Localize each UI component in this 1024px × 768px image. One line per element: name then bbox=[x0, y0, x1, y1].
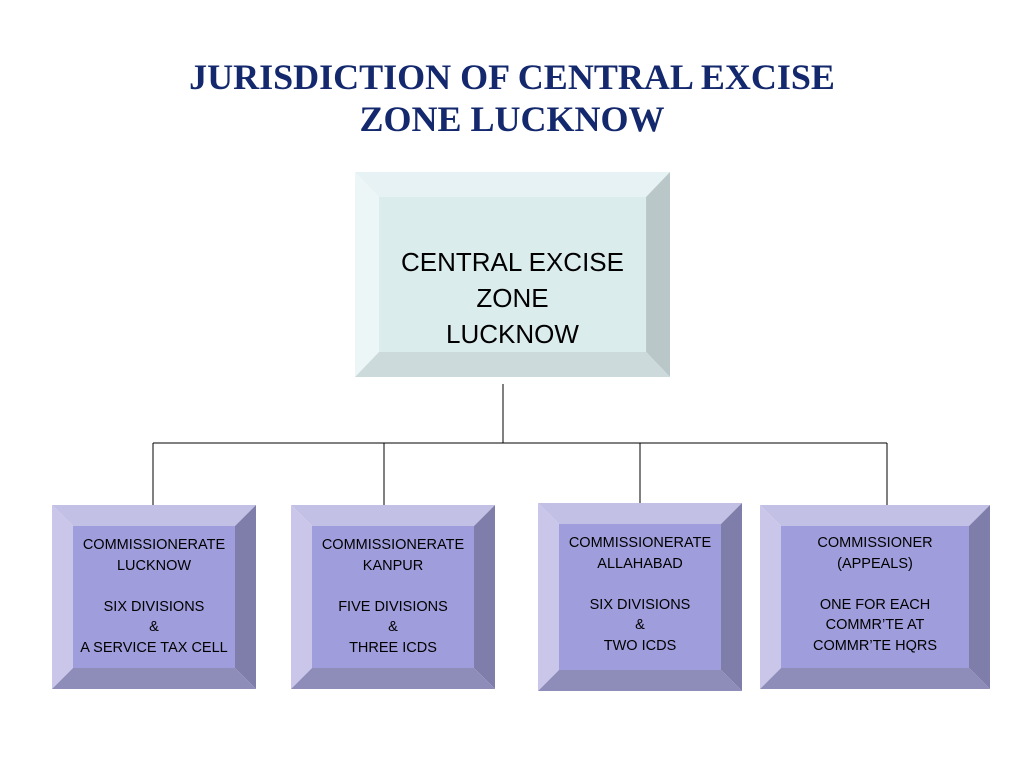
node-detail-line: & bbox=[149, 619, 159, 635]
bevel-left bbox=[760, 505, 781, 689]
node-detail-line: COMMR’TE AT bbox=[825, 617, 925, 633]
bevel-left bbox=[52, 505, 73, 689]
bevel-right bbox=[474, 505, 495, 689]
node-face: COMMISSIONER (APPEALS) ONE FOR EACH COMM… bbox=[781, 526, 969, 668]
root-bevel-right bbox=[646, 172, 670, 377]
bevel-right bbox=[969, 505, 990, 689]
bevel-right bbox=[721, 503, 742, 691]
root-node-box: CENTRAL EXCISE ZONE LUCKNOW bbox=[355, 172, 670, 377]
node-heading-line: ALLAHABAD bbox=[597, 555, 683, 572]
root-bevel-top bbox=[355, 172, 670, 198]
node-commissionerate-allahabad: COMMISSIONERATE ALLAHABAD SIX DIVISIONS … bbox=[538, 503, 742, 691]
bevel-top bbox=[538, 503, 742, 524]
node-commissioner-appeals: COMMISSIONER (APPEALS) ONE FOR EACH COMM… bbox=[760, 505, 990, 689]
node-heading-line: (APPEALS) bbox=[837, 555, 913, 572]
node-commissionerate-kanpur: COMMISSIONERATE KANPUR FIVE DIVISIONS & … bbox=[291, 505, 495, 689]
root-node-face: CENTRAL EXCISE ZONE LUCKNOW bbox=[379, 197, 646, 352]
bevel-bottom bbox=[291, 668, 495, 689]
root-bevel-bottom bbox=[355, 351, 670, 377]
bevel-top bbox=[52, 505, 256, 526]
bevel-top bbox=[291, 505, 495, 526]
root-node-line: LUCKNOW bbox=[446, 319, 579, 349]
node-detail-line: FIVE DIVISIONS bbox=[338, 598, 448, 615]
root-node-line: CENTRAL EXCISE bbox=[401, 247, 624, 277]
node-detail-line: COMMR’TE HQRS bbox=[812, 637, 938, 654]
node-commissionerate-lucknow: COMMISSIONERATE LUCKNOW SIX DIVISIONS & … bbox=[52, 505, 256, 689]
bevel-top bbox=[760, 505, 990, 526]
bevel-left bbox=[538, 503, 559, 691]
page-title-line-1: JURISDICTION OF CENTRAL EXCISE bbox=[189, 57, 835, 97]
page-title-line-2: ZONE LUCKNOW bbox=[359, 99, 665, 139]
bevel-bottom bbox=[52, 668, 256, 689]
node-heading-line: COMMISSIONERATE bbox=[321, 537, 465, 553]
node-heading-line: KANPUR bbox=[362, 557, 424, 574]
bevel-right bbox=[235, 505, 256, 689]
node-face: COMMISSIONERATE LUCKNOW SIX DIVISIONS & … bbox=[73, 526, 235, 668]
node-face: COMMISSIONERATE ALLAHABAD SIX DIVISIONS … bbox=[559, 524, 721, 670]
node-heading-line: COMMISSIONERATE bbox=[568, 535, 712, 551]
node-face: COMMISSIONERATE KANPUR FIVE DIVISIONS & … bbox=[312, 526, 474, 668]
node-detail-line: SIX DIVISIONS bbox=[589, 596, 691, 613]
page-title: JURISDICTION OF CENTRAL EXCISE ZONE LUCK… bbox=[60, 56, 964, 140]
bevel-left bbox=[291, 505, 312, 689]
node-detail-line: SIX DIVISIONS bbox=[103, 598, 205, 615]
node-detail-line: ONE FOR EACH bbox=[819, 596, 931, 613]
node-heading-line: COMMISSIONER bbox=[817, 535, 933, 551]
node-heading-line: LUCKNOW bbox=[116, 557, 192, 574]
node-detail-line: & bbox=[635, 617, 645, 633]
bevel-bottom bbox=[760, 668, 990, 689]
root-node-line: ZONE bbox=[476, 283, 549, 313]
root-bevel-left bbox=[355, 172, 379, 377]
node-detail-line: THREE ICDS bbox=[349, 639, 437, 656]
node-heading-line: COMMISSIONERATE bbox=[82, 537, 226, 553]
bevel-bottom bbox=[538, 670, 742, 691]
node-detail-line: TWO ICDS bbox=[603, 637, 677, 654]
node-detail-line: A SERVICE TAX CELL bbox=[80, 639, 228, 656]
node-detail-line: & bbox=[388, 619, 398, 635]
